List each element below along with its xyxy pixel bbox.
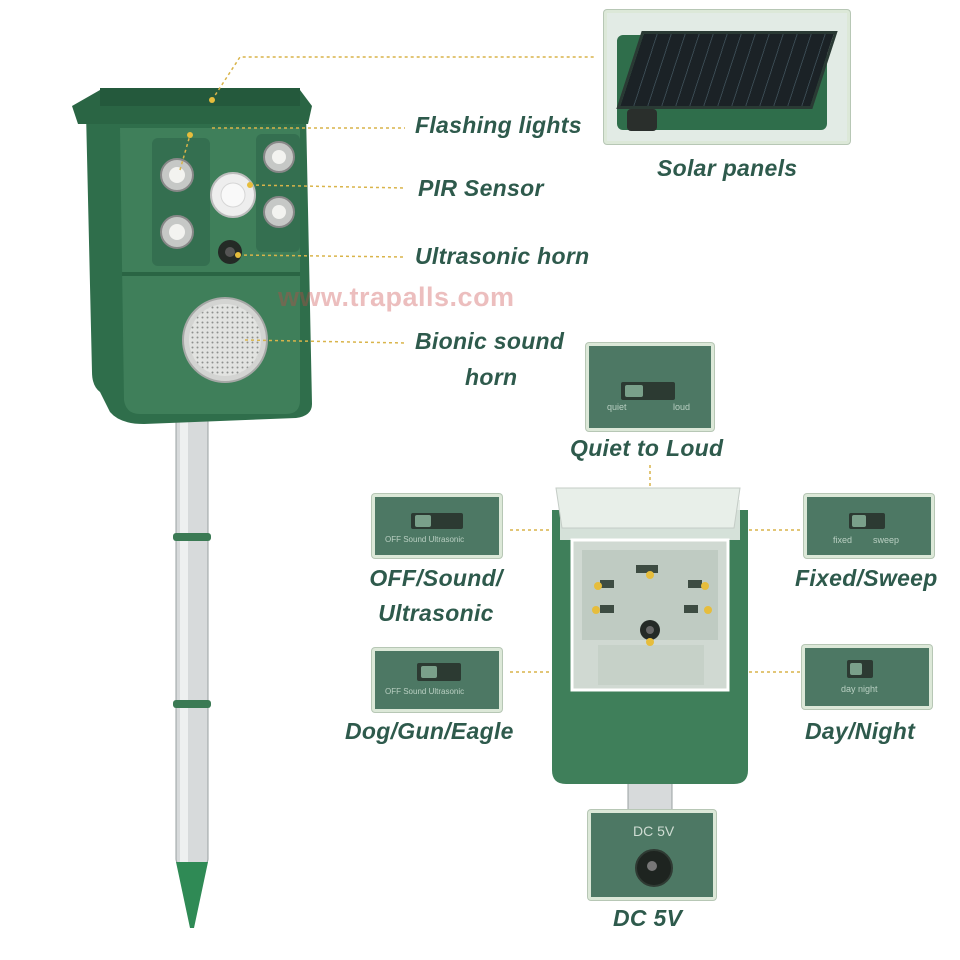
label-day-night: Day/Night bbox=[805, 718, 916, 744]
label-dc-5v: DC 5V bbox=[613, 905, 683, 931]
inset-dc-text: DC 5V bbox=[633, 823, 675, 839]
label-bionic-sound-horn-line1: Bionic sound bbox=[415, 328, 565, 354]
label-fixed-sweep: Fixed/Sweep bbox=[795, 565, 938, 591]
label-bionic-sound-horn-line2: horn bbox=[465, 364, 518, 390]
label-off-sound-line1: OFF/Sound/ bbox=[369, 565, 503, 591]
inset-dog-gun: OFF Sound Ultrasonic bbox=[372, 648, 502, 712]
label-ultrasonic-horn: Ultrasonic horn bbox=[415, 243, 590, 269]
inset-quiet-text: quiet bbox=[607, 402, 627, 412]
solar-panel bbox=[616, 31, 838, 109]
inset-day-night: day night bbox=[802, 645, 932, 709]
inset-off-sound: OFF Sound Ultrasonic bbox=[372, 494, 502, 558]
watermark-text: www.trapalls.com bbox=[278, 282, 515, 312]
label-dog-gun-eagle: Dog/Gun/Eagle bbox=[345, 718, 514, 744]
label-quiet-to-loud: Quiet to Loud bbox=[570, 435, 724, 461]
device-back-view bbox=[552, 487, 748, 821]
inset-fixed-text: fixed bbox=[833, 535, 853, 545]
inset-sweep-text: sweep bbox=[873, 535, 900, 545]
ground-stake bbox=[173, 414, 211, 928]
inset-loud-text: loud bbox=[673, 402, 691, 412]
inset-off-sound-text: OFF Sound Ultrasonic bbox=[385, 535, 465, 544]
label-pir-sensor: PIR Sensor bbox=[418, 175, 544, 201]
device-housing bbox=[72, 88, 312, 424]
inset-solar-panels bbox=[604, 10, 850, 144]
label-solar-panels: Solar panels bbox=[657, 155, 798, 181]
inset-quiet-loud: quiet loud bbox=[586, 343, 714, 431]
inset-dog-gun-text: OFF Sound Ultrasonic bbox=[385, 687, 465, 696]
leader-dots bbox=[187, 97, 253, 258]
label-flashing-lights: Flashing lights bbox=[415, 112, 582, 138]
inset-dc-port: DC 5V bbox=[588, 810, 716, 900]
inset-day-night-text: day night bbox=[841, 684, 878, 694]
label-off-sound-line2: Ultrasonic bbox=[378, 600, 494, 626]
inset-fixed-sweep: fixed sweep bbox=[804, 494, 934, 558]
